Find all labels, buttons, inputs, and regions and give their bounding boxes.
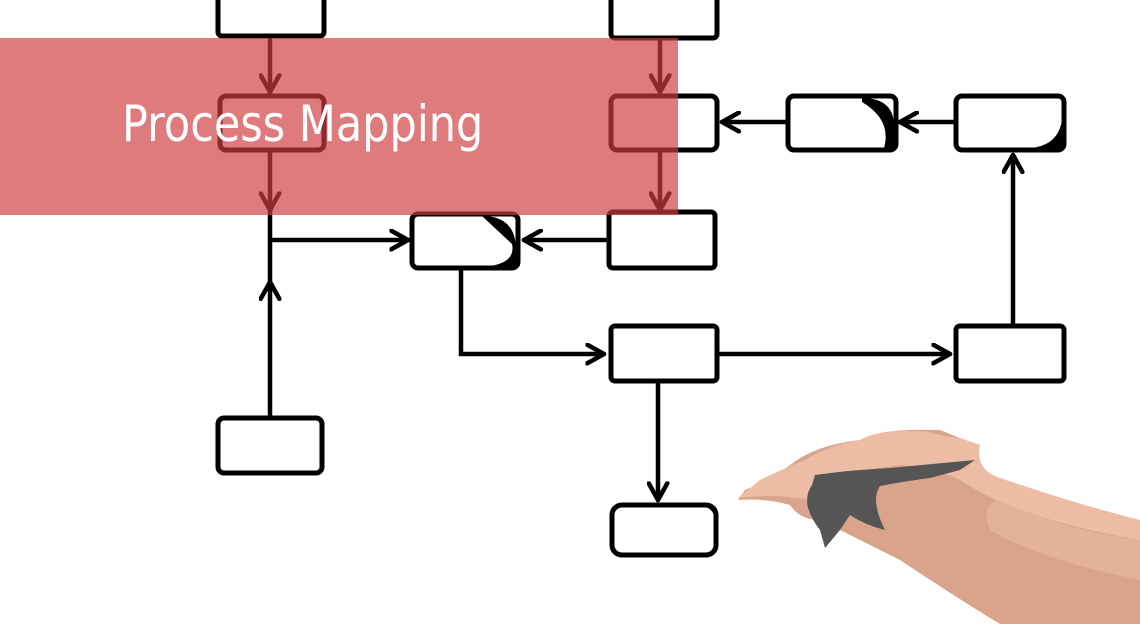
process-box [785,93,899,153]
process-box [953,323,1067,384]
hand-with-marker-icon [738,429,1140,624]
page-title: Process Mapping [122,95,484,153]
process-box [606,209,718,271]
process-box [609,502,719,558]
process-box [953,93,1067,153]
process-box [215,0,327,39]
process-box [215,415,325,476]
process-box [608,323,720,384]
process-box [608,0,720,41]
title-banner: Process Mapping [0,38,678,215]
connector-line [458,265,607,354]
